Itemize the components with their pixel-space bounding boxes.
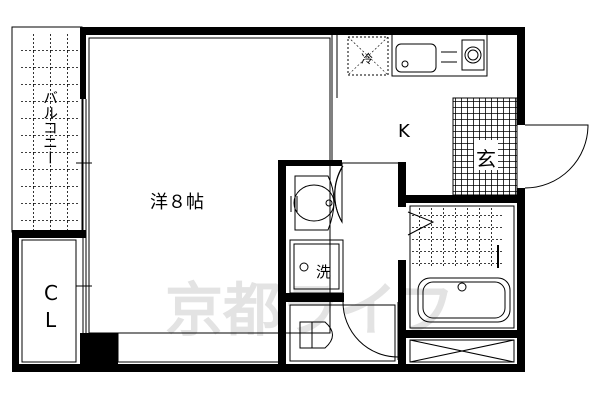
entrance-door[interactable] [524, 124, 589, 189]
fridge: 冷 [347, 36, 389, 76]
closet-label-l: L [45, 308, 57, 332]
entrance-label: 玄 [476, 147, 496, 171]
balcony-label: バルコニー [41, 90, 59, 165]
washer: 洗 [289, 239, 344, 294]
washer-label: 洗 [316, 263, 331, 281]
washroom-door[interactable] [334, 162, 398, 224]
toilet-door[interactable] [342, 301, 399, 360]
walls [12, 27, 525, 372]
kitchen-counter [391, 33, 488, 77]
interior-lines [21, 35, 518, 363]
fridge-label: 冷 [361, 52, 373, 66]
kitchen-label-group: K 玄 [398, 121, 496, 171]
western-room-label: 洋８帖 [150, 192, 204, 213]
bathroom [407, 207, 511, 323]
kitchen-label: K [398, 121, 411, 142]
balcony: バルコニー [11, 26, 83, 233]
closet-label-c: C [44, 281, 58, 305]
toilet [289, 304, 396, 362]
wash-basin [290, 175, 335, 231]
